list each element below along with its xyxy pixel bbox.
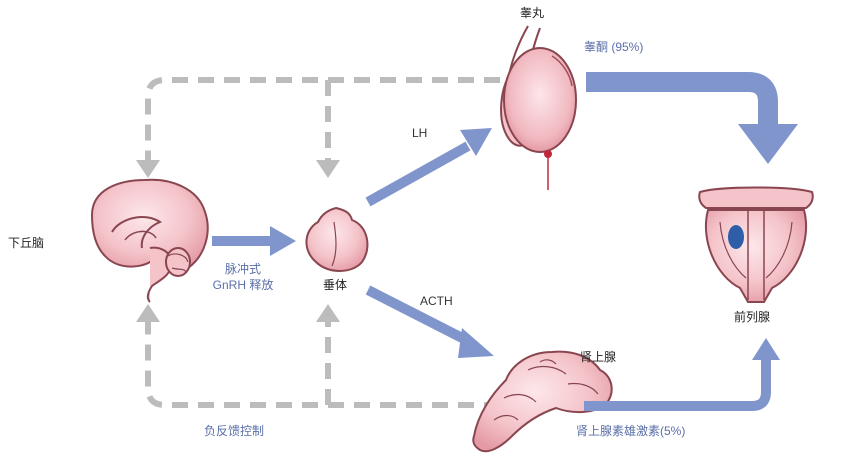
adrenal-label: 肾上腺 [580,350,617,364]
lh-label: LH [412,126,428,140]
prostate-illustration [698,186,814,303]
arrow-testosterone [586,72,798,164]
adrenal-androgen-label: 肾上腺素雄激素(5%) [576,424,686,438]
negative-feedback-label: 负反馈控制 [204,424,265,438]
pituitary-label: 垂体 [323,278,348,292]
pulsatile-label-line2: GnRH 释放 [212,278,274,292]
feedback-arrowhead-hypothalamus-top [136,160,160,178]
testosterone-label: 睾酮 (95%) [584,40,644,54]
arrow-adrenal-androgen [584,338,780,411]
arrow-hypothalamus-to-pituitary [212,226,296,256]
pulsatile-label-line1: 脉冲式 [224,262,261,276]
feedback-loop-bottom [145,322,500,408]
arrow-lh [365,128,492,207]
prostate-label: 前列腺 [734,310,771,324]
arrow-acth [365,285,494,358]
feedback-arrowhead-pituitary-bottom [316,304,340,322]
pituitary-illustration [305,206,369,272]
hypothalamus-illustration [90,178,209,303]
testis-label: 睾丸 [520,6,545,20]
testis-illustration [500,25,577,190]
feedback-arrowhead-hypothalamus-bottom [136,304,160,322]
acth-label: ACTH [420,294,453,308]
hypothalamus-label: 下丘脑 [8,236,45,250]
feedback-loop-top [145,77,500,160]
feedback-arrowhead-pituitary-top [316,160,340,178]
